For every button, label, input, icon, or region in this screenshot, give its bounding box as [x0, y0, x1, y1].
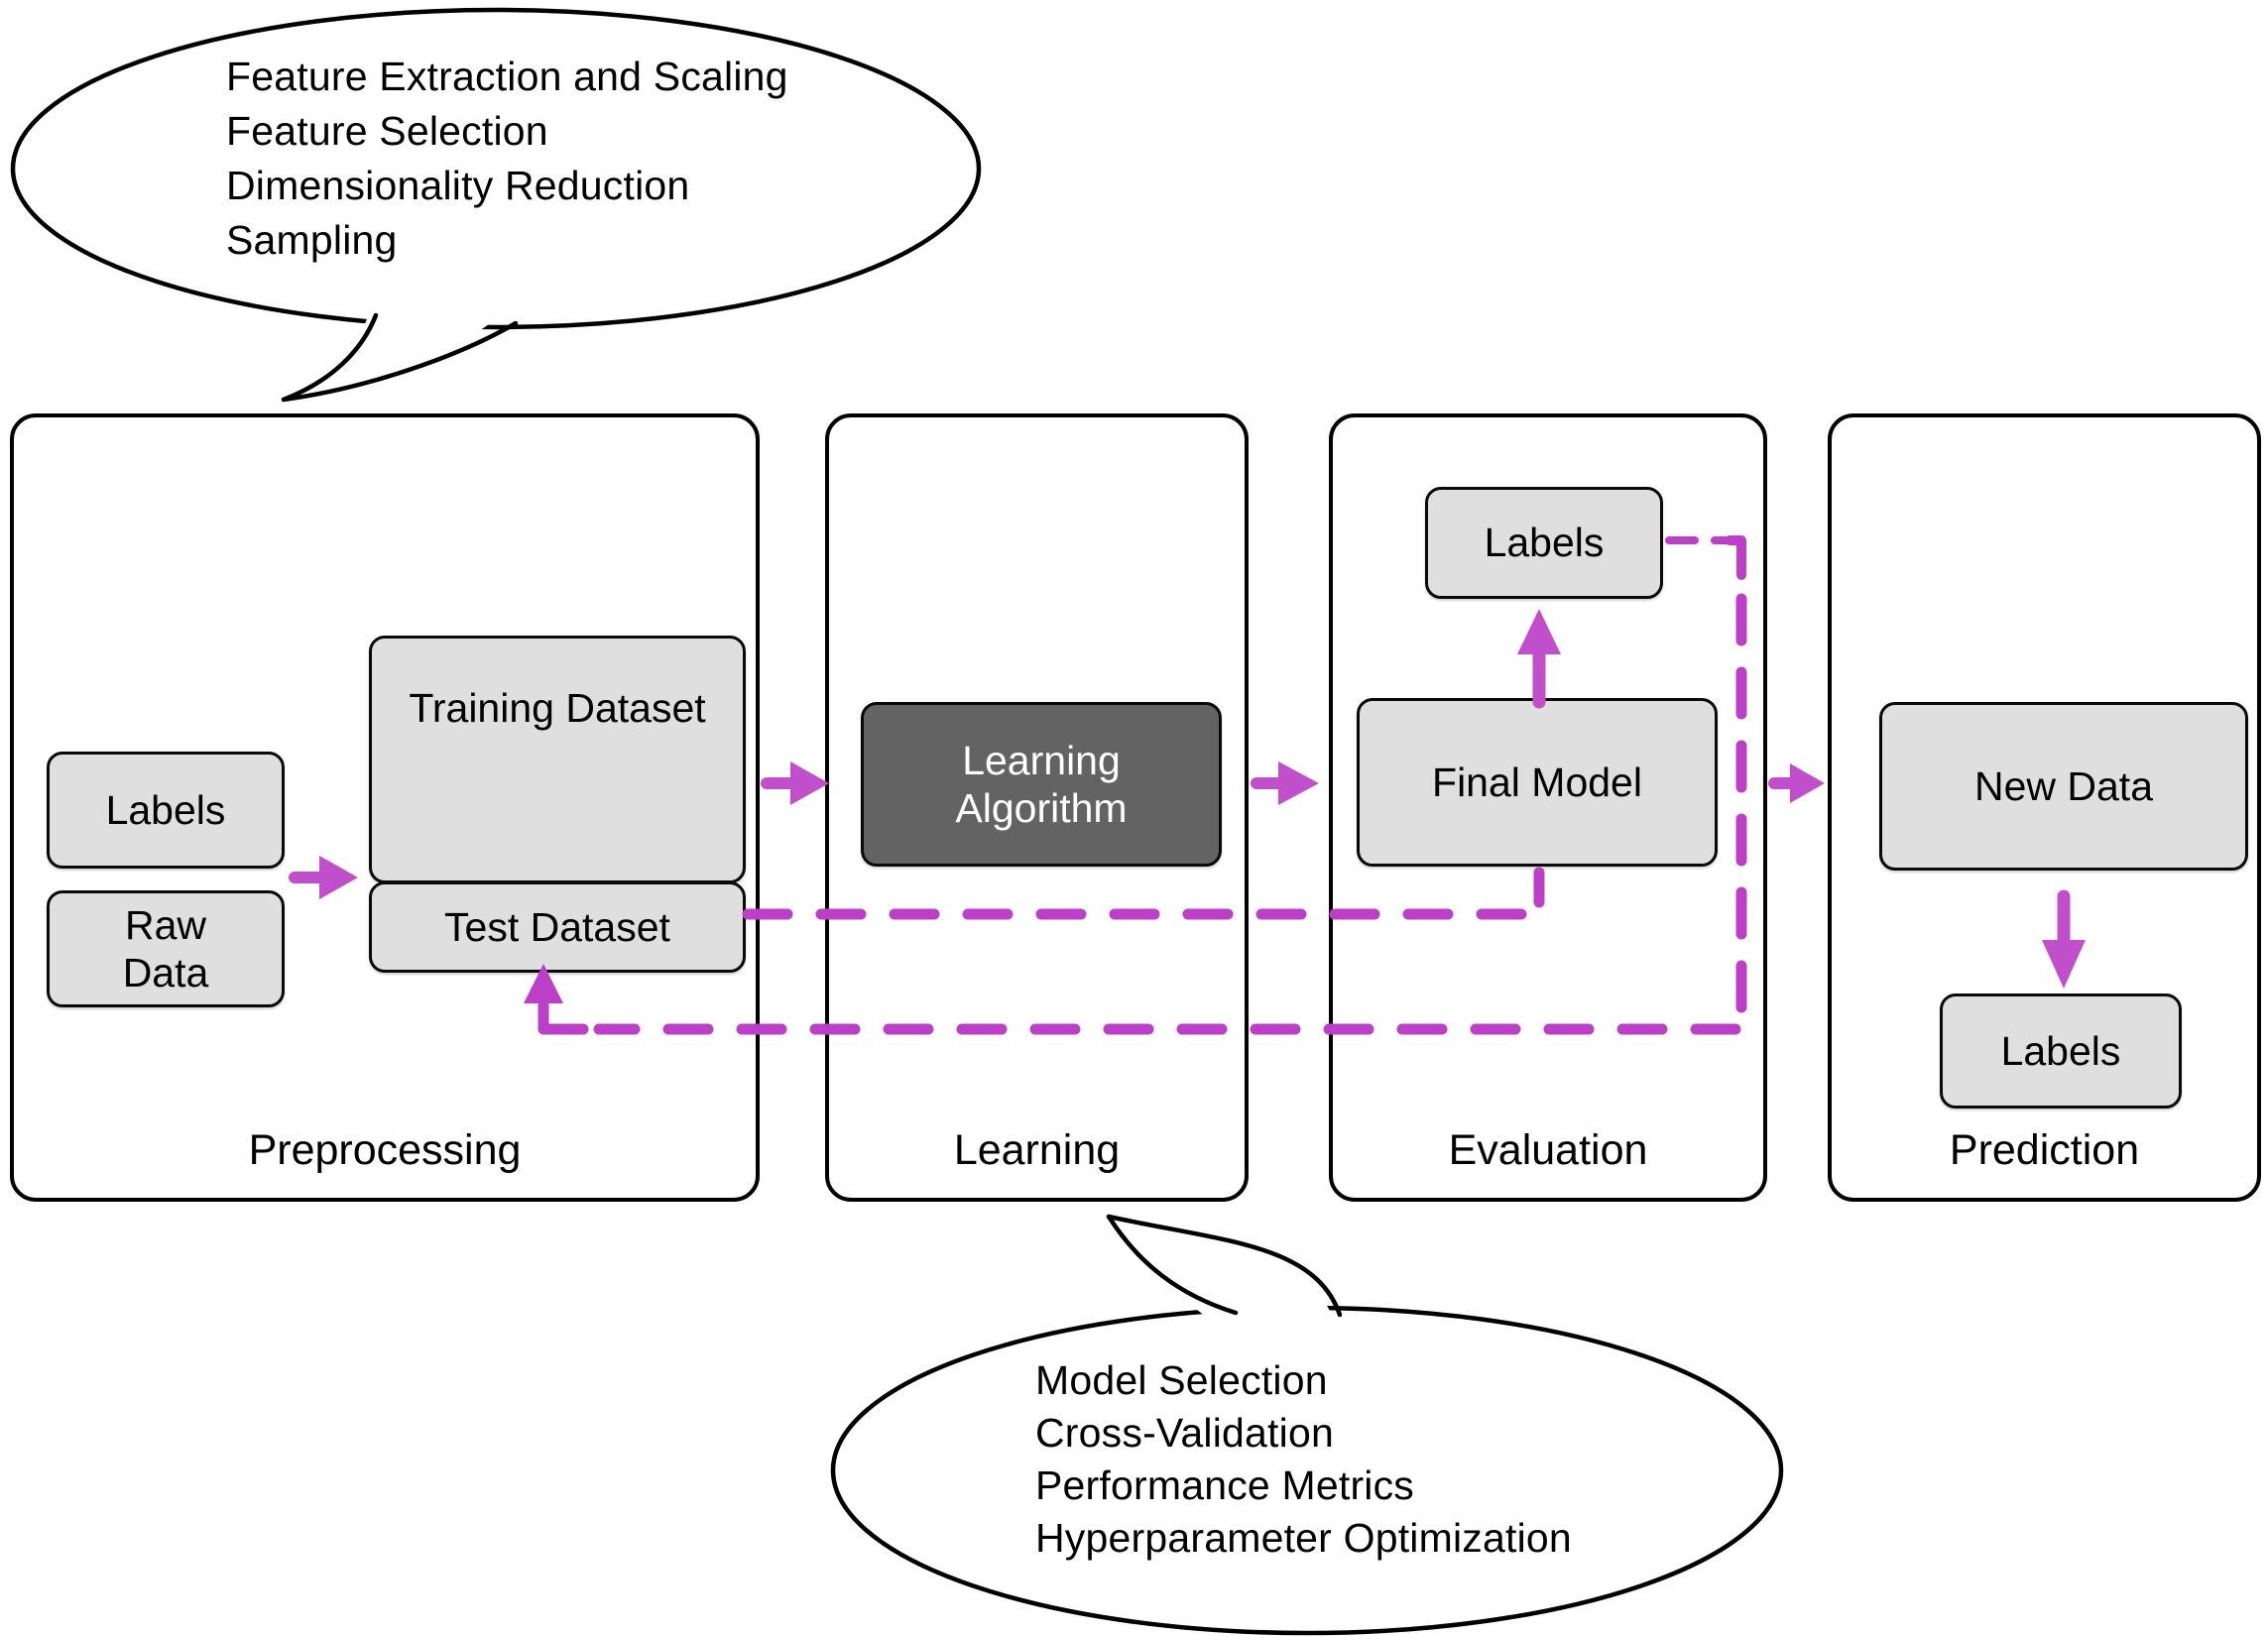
box-label: Learning Algorithm — [955, 737, 1128, 831]
panel-label-prediction: Prediction — [1949, 1126, 2140, 1174]
callout-line: Dimensionality Reduction — [226, 163, 690, 208]
box-training-dataset: Training Dataset — [369, 636, 746, 883]
panel-label-preprocessing: Preprocessing — [248, 1126, 522, 1174]
box-learning-algorithm: Learning Algorithm — [861, 702, 1222, 867]
box-final-model: Final Model — [1357, 698, 1718, 867]
panel-preprocessing: Preprocessing — [10, 413, 760, 1202]
panel-label-evaluation: Evaluation — [1448, 1126, 1648, 1174]
box-label: Final Model — [1432, 759, 1642, 805]
box-label: Labels — [1484, 520, 1605, 566]
panel-evaluation: Evaluation — [1329, 413, 1767, 1202]
box-labels-evaluation: Labels — [1425, 487, 1663, 599]
box-label: Test Dataset — [444, 903, 670, 950]
top-callout-bubble — [10, 7, 982, 403]
callout-line: Model Selection — [1035, 1357, 1328, 1403]
bottom-callout-bubble — [830, 1214, 1784, 1636]
callout-line: Sampling — [226, 217, 398, 263]
panel-label-learning: Learning — [953, 1126, 1121, 1174]
box-raw-data: Raw Data — [47, 890, 285, 1007]
callout-line: Performance Metrics — [1035, 1462, 1415, 1508]
panel-prediction: Prediction — [1828, 413, 2261, 1202]
box-labels-prediction: Labels — [1940, 993, 2182, 1109]
top-callout-text: Feature Extraction and Scaling Feature S… — [226, 50, 788, 268]
box-label: Training Dataset — [409, 685, 706, 731]
box-new-data: New Data — [1879, 702, 2248, 871]
panel-learning: Learning — [825, 413, 1249, 1202]
bottom-callout-text: Model Selection Cross-Validation Perform… — [1035, 1354, 1572, 1565]
box-test-dataset: Test Dataset — [369, 881, 746, 973]
callout-line: Cross-Validation — [1035, 1410, 1334, 1456]
box-label: Labels — [2000, 1027, 2121, 1074]
callout-line: Feature Selection — [226, 108, 548, 154]
box-labels-preprocessing: Labels — [47, 752, 285, 869]
box-label: Raw Data — [122, 901, 209, 995]
callout-line: Feature Extraction and Scaling — [226, 54, 788, 99]
callout-line: Hyperparameter Optimization — [1035, 1515, 1572, 1561]
box-label: Labels — [105, 786, 226, 833]
box-label: New Data — [1973, 762, 2153, 809]
